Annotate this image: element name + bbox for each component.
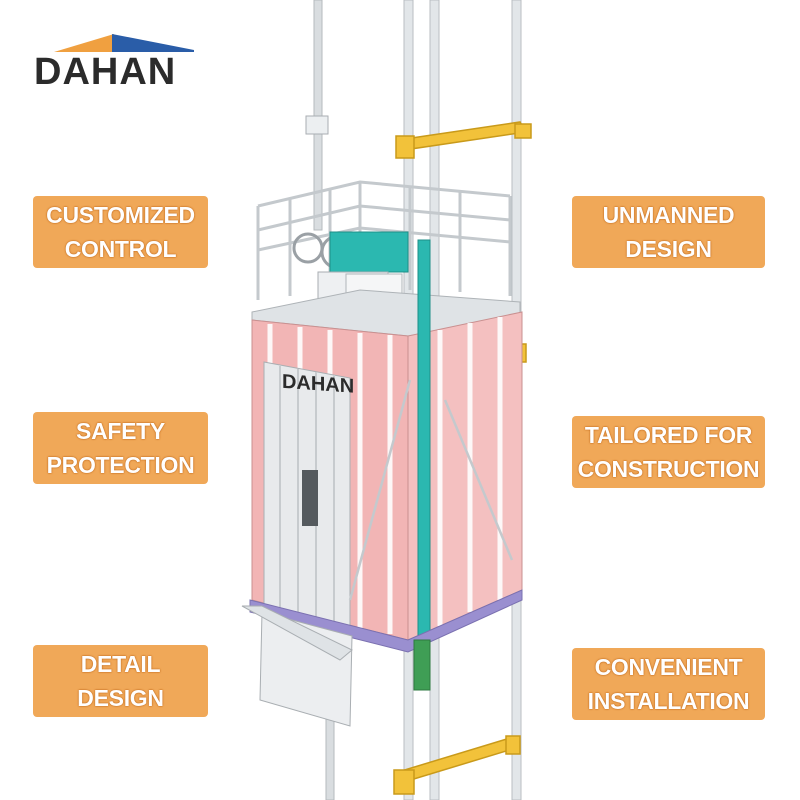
logo-wordmark: DAHAN bbox=[34, 51, 177, 93]
badge-line-1: CUSTOMIZED bbox=[46, 202, 195, 228]
cabin-base bbox=[249, 589, 523, 653]
green-drive bbox=[413, 639, 431, 691]
brand-logo: DAHAN bbox=[34, 34, 196, 94]
teal-mast bbox=[417, 239, 431, 661]
feature-unmanned-design: UNMANNED DESIGN bbox=[572, 196, 765, 268]
feature-tailored-for-construction: TAILORED FOR CONSTRUCTION bbox=[572, 416, 765, 488]
pole-left bbox=[313, 0, 323, 231]
feature-convenient-installation: CONVENIENT INSTALLATION bbox=[572, 648, 765, 720]
cabin-logo: DAHAN bbox=[282, 371, 354, 398]
badge-line-2: CONSTRUCTION bbox=[577, 456, 760, 482]
badge-line-2: PROTECTION bbox=[46, 452, 195, 478]
door-window bbox=[302, 470, 318, 526]
motor-unit bbox=[329, 231, 409, 273]
feature-safety-protection: SAFETY PROTECTION bbox=[33, 412, 208, 484]
badge-line-1: DETAIL bbox=[80, 651, 161, 677]
badge-line-2: DESIGN bbox=[77, 685, 164, 711]
top-railing bbox=[256, 180, 512, 300]
badge-line-1: TAILORED FOR bbox=[584, 422, 753, 448]
badge-line-2: CONTROL bbox=[64, 236, 177, 262]
logo-roof-icon bbox=[54, 34, 194, 52]
pole-bracket bbox=[305, 115, 329, 135]
badge-line-1: UNMANNED bbox=[602, 202, 735, 228]
badge-line-1: CONVENIENT bbox=[594, 654, 743, 680]
badge-line-2: INSTALLATION bbox=[587, 688, 750, 714]
feature-detail-design: DETAIL DESIGN bbox=[33, 645, 208, 717]
badge-line-1: SAFETY bbox=[76, 418, 165, 444]
feature-customized-control: CUSTOMIZED CONTROL bbox=[33, 196, 208, 268]
badge-line-2: DESIGN bbox=[625, 236, 712, 262]
